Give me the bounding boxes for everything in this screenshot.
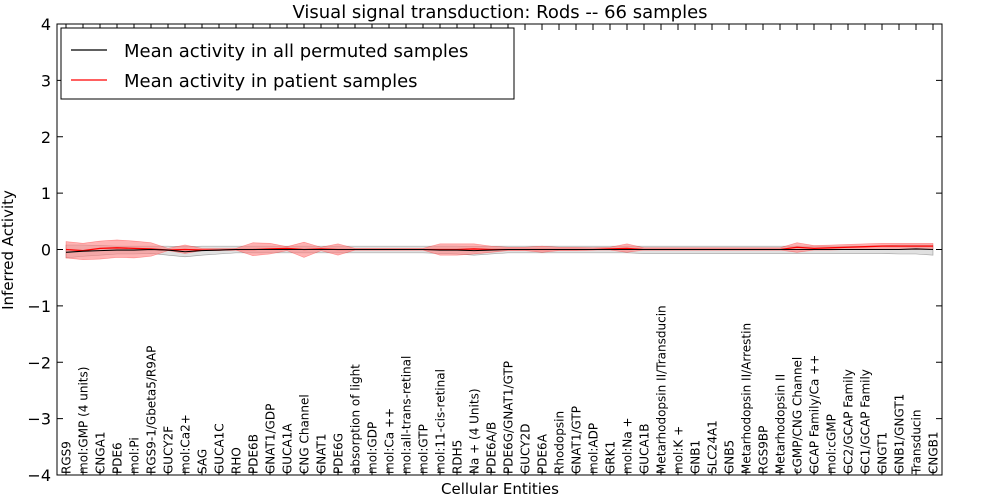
plot-frame	[56, 23, 943, 476]
x-tick-label-40: Metarhodopsin II/Arrestin	[740, 323, 754, 474]
legend-label-permuted: Mean activity in all permuted samples	[124, 41, 468, 62]
x-tick-label-50: Transducin	[910, 410, 924, 475]
y-tick-label-5: 1	[41, 184, 51, 203]
x-tick-label-34: GUCA1B	[638, 423, 652, 474]
y-tick-label-8: 4	[41, 15, 51, 34]
x-tick-label-38: SLC24A1	[706, 420, 720, 474]
x-tick-label-24: Na + (4 Units)	[468, 388, 482, 474]
x-tick-label-7: mol:Ca2+	[179, 414, 193, 474]
x-ticks	[65, 24, 934, 475]
x-tick-label-19: mol:Ca ++	[383, 408, 397, 474]
x-tick-label-37: GNB1	[689, 440, 703, 474]
x-tick-label-29: Rhodopsin	[553, 411, 567, 474]
x-tick-label-5: RGS9-1/Gbeta5/R9AP	[145, 346, 159, 474]
legend: Mean activity in all permuted samples Me…	[60, 27, 515, 100]
x-tick-label-15: GNAT1	[315, 433, 329, 474]
x-tick-label-32: GRK1	[604, 441, 618, 474]
y-axis-label: Inferred Activity	[0, 190, 17, 310]
y-tick-label-4: 0	[41, 241, 51, 260]
x-tick-label-28: PDE6A	[536, 433, 550, 474]
x-tick-label-49: GNB1/GNGT1	[893, 394, 907, 474]
x-tick-label-22: mol:11-cis-retinal	[434, 369, 448, 474]
x-tick-label-35: Metarhodopsin II/Transducin	[655, 305, 669, 474]
x-tick-label-8: SAG	[196, 449, 210, 474]
x-tick-label-14: CNG Channel	[298, 394, 312, 474]
x-tick-label-13: GUCA1A	[281, 423, 295, 474]
x-tick-label-0: RGS9	[60, 441, 74, 474]
x-tick-label-6: GUCY2F	[162, 426, 176, 474]
x-tick-label-51: CNGB1	[927, 431, 941, 474]
y-tick-label-1: −3	[27, 410, 51, 429]
x-tick-label-12: GNAT1/GDP	[264, 404, 278, 474]
x-tick-label-10: RHO	[230, 447, 244, 474]
y-tick-label-3: −1	[27, 297, 51, 316]
line-series-0	[65, 248, 934, 253]
series-lines	[65, 245, 934, 253]
x-tick-label-42: Metarhodopsin II	[774, 374, 788, 474]
x-tick-label-2: CNGA1	[94, 432, 108, 475]
x-tick-label-11: PDE6B	[247, 434, 261, 474]
x-tick-label-43: cGMP/CNG Channel	[791, 357, 805, 474]
x-tick-label-23: RDH5	[451, 440, 465, 474]
x-tick-label-9: GUCA1C	[213, 423, 227, 474]
x-tick-label-27: GUCY2D	[519, 424, 533, 474]
x-tick-label-36: mol:K +	[672, 426, 686, 474]
x-tick-label-18: mol:GDP	[366, 422, 380, 474]
legend-box	[60, 27, 515, 100]
x-tick-label-45: mol:cGMP	[825, 414, 839, 474]
x-tick-label-25: PDE6A/B	[485, 422, 499, 474]
legend-label-patient: Mean activity in patient samples	[124, 71, 418, 92]
x-tick-label-39: GNB5	[723, 440, 737, 474]
x-tick-label-1: mol:GMP (4 units)	[77, 367, 91, 474]
x-tick-label-17: absorption of light	[349, 364, 363, 474]
chart-title: Visual signal transduction: Rods -- 66 s…	[292, 2, 707, 23]
x-tick-label-46: GC2/GCAP Family	[842, 369, 856, 474]
x-tick-label-44: GCAP Family/Ca ++	[808, 355, 822, 474]
x-tick-label-16: PDE6G	[332, 433, 346, 474]
x-tick-label-41: RGS9BP	[757, 426, 771, 474]
x-tick-label-20: mol:all-trans-retinal	[400, 356, 414, 474]
x-tick-label-4: mol:Pi	[128, 437, 142, 474]
x-tick-label-47: GC1/GCAP Family	[859, 369, 873, 474]
x-axis-label: Cellular Entities	[441, 480, 559, 498]
y-tick-label-6: 2	[41, 128, 51, 147]
x-tick-label-31: mol:ADP	[587, 423, 601, 474]
x-tick-label-21: mol:GTP	[417, 424, 431, 474]
x-tick-label-30: GNAT1/GTP	[570, 406, 584, 474]
x-tick-label-3: PDE6	[111, 442, 125, 474]
y-tick-label-7: 3	[41, 71, 51, 90]
y-tick-label-0: −4	[27, 466, 51, 485]
x-tick-label-26: PDE6G/GNAT1/GTP	[502, 361, 516, 474]
y-ticks: −4 −3 −2 −1 0 1 2 3 4	[27, 15, 942, 485]
x-tick-label-48: GNGT1	[876, 432, 890, 474]
y-tick-label-2: −2	[27, 353, 51, 372]
x-tick-label-33: mol:Na +	[621, 417, 635, 474]
